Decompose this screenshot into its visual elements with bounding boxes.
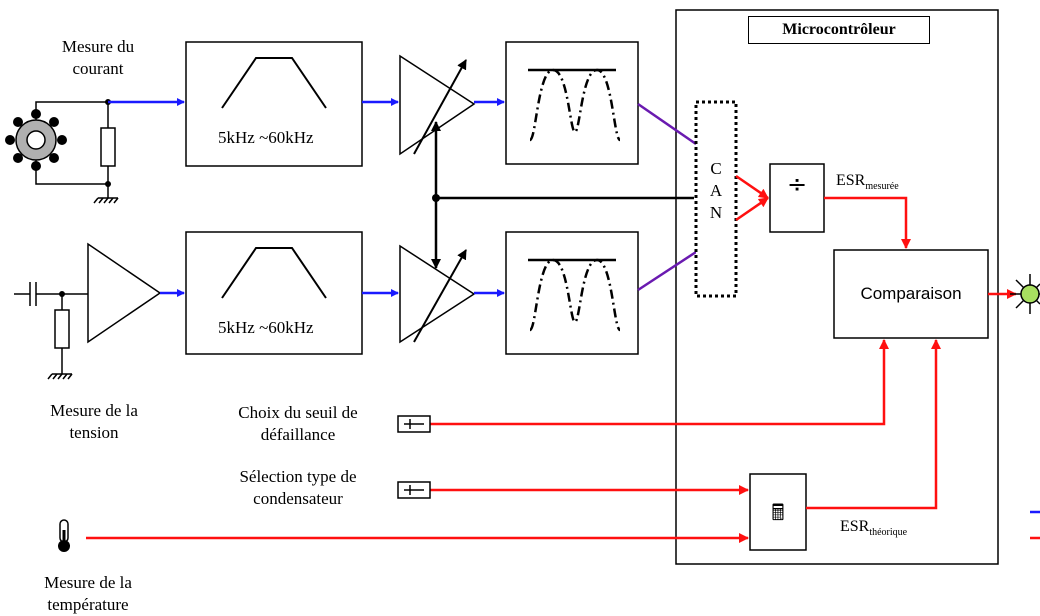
esr-measured-main: ESR <box>836 172 866 189</box>
gain-control-bus <box>431 121 694 269</box>
comparison-label: Comparaison <box>860 284 962 303</box>
microcontroller-frame <box>675 9 999 565</box>
voltage-measure-line1: Mesure de la <box>50 401 138 420</box>
microcontroller-title: Microcontrôleur <box>748 16 930 44</box>
temperature-measure-line1: Mesure de la <box>44 573 132 592</box>
voltage-sense-circuit <box>14 282 88 380</box>
esr-theoretical-main: ESR <box>840 518 870 535</box>
filter-bottom-range-label: 5kHz ~60kHz <box>218 318 314 337</box>
adc-letter-a: A <box>709 181 723 200</box>
divide-icon: ÷ <box>786 170 808 198</box>
calculator-block <box>749 473 807 551</box>
detector-block-bottom <box>505 231 639 355</box>
capacitor-select-line2: condensateur <box>253 489 343 508</box>
thermometer-icon <box>58 519 70 552</box>
current-measure-line1: Mesure du <box>61 37 135 56</box>
adc-input-lines <box>637 102 697 292</box>
current-sense-circuit <box>35 101 119 204</box>
bandpass-filter-top <box>185 41 363 167</box>
variable-amplifier-bottom <box>399 244 476 344</box>
threshold-choice-label: Choix du seuil de défaillance <box>218 402 378 446</box>
esr-theoretical-sub: théorique <box>869 527 908 539</box>
voltage-measure-line2: tension <box>69 423 119 442</box>
current-measure-label: Mesure du courant <box>40 36 156 80</box>
capacitor-type-selector-icon <box>397 481 431 499</box>
calculator-icon: 🖩 <box>771 501 785 526</box>
detector-block-top <box>505 41 639 165</box>
esr-theoretical-label: ESRthéorique <box>840 518 907 538</box>
capacitor-select-label: Sélection type de condensateur <box>220 466 376 510</box>
signal-arrows-red <box>86 174 1017 543</box>
indicator-led-icon <box>1010 274 1040 314</box>
temperature-measure-label: Mesure de la température <box>26 572 150 616</box>
adc-letter-n: N <box>709 203 723 222</box>
filter-top-range-label: 5kHz ~60kHz <box>218 128 314 147</box>
adc-letter-c: C <box>710 159 722 178</box>
current-sensor-toroid-icon <box>5 109 67 171</box>
voltage-measure-label: Mesure de la tension <box>36 400 152 444</box>
esr-measured-sub: mesurée <box>865 181 899 193</box>
capacitor-select-line1: Sélection type de <box>239 467 357 486</box>
comparison-block <box>833 249 989 339</box>
esr-measured-label: ESRmesurée <box>836 172 899 192</box>
bandpass-filter-bottom <box>185 231 363 355</box>
signal-arrows-blue <box>108 98 505 297</box>
threshold-selector-icon <box>397 415 431 433</box>
divider-block <box>769 163 825 233</box>
threshold-choice-line2: défaillance <box>260 425 336 444</box>
voltage-preamp-triangle <box>87 242 162 344</box>
current-measure-line2: courant <box>72 59 124 78</box>
temperature-measure-line2: température <box>47 595 129 614</box>
threshold-choice-line1: Choix du seuil de <box>238 403 358 422</box>
adc-label: C A N <box>696 158 736 224</box>
adc-block <box>694 100 738 298</box>
